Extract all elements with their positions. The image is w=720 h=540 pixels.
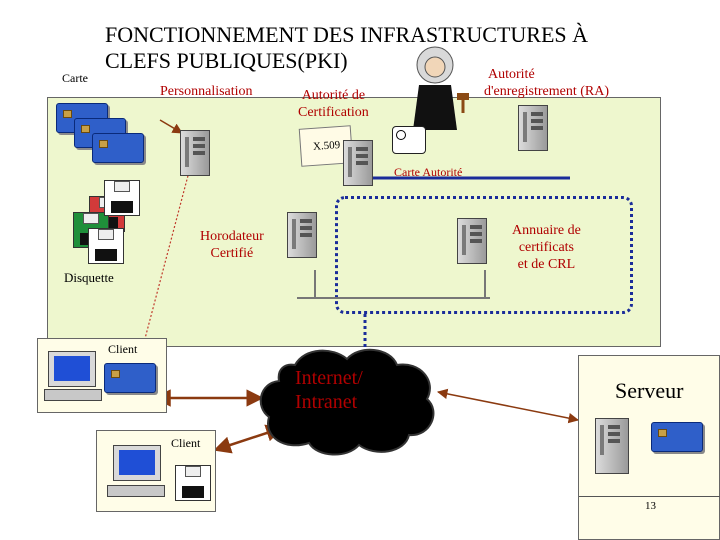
judge-icon (413, 46, 469, 130)
disquette-label: Disquette (64, 270, 114, 285)
client-1-computer-icon (44, 389, 102, 401)
pki-panel (47, 97, 661, 347)
ca-server-icon (343, 140, 373, 186)
server-smart-card (651, 422, 703, 452)
ra-label: Autorité d'enregistrement (RA) (484, 66, 609, 100)
page-number: 13 (645, 500, 656, 512)
smart-card-3 (92, 133, 144, 163)
personalisation-arrow (159, 119, 183, 134)
server-box[interactable]: Serveur 13 (578, 355, 720, 540)
horodateur-label: Horodateur Certifié (200, 228, 264, 262)
client-1-label: Client (108, 342, 138, 356)
directory-zone (335, 196, 633, 314)
personalisation-server-icon (180, 130, 210, 176)
horodateur-line-1: Horodateur (200, 229, 264, 244)
client-2-box[interactable]: Client (96, 430, 216, 512)
page-title: FONCTIONNEMENT DES INFRASTRUCTURES À CLE… (105, 22, 588, 74)
ca-label-line-2: Certification (298, 105, 369, 120)
client-2-computer-icon (107, 485, 165, 497)
server-tower-icon (595, 418, 629, 474)
carte-label: Carte (62, 71, 88, 85)
client-2-floppy (175, 465, 211, 501)
ra-server-icon (518, 105, 548, 151)
internet-server-arrow (436, 388, 580, 424)
internet-cloud-icon (259, 348, 435, 456)
annuaire-line-2: certificats (518, 240, 574, 255)
internet-line-2: Intranet (295, 391, 358, 413)
floppy-white-2 (88, 228, 124, 264)
ra-label-line-1: Autorité (488, 67, 535, 82)
annuaire-label: Annuaire de certificats et de CRL (512, 222, 581, 273)
client-1-smart-card (104, 363, 156, 393)
annuaire-line-3: et de CRL (517, 257, 576, 272)
server-divider (579, 496, 720, 497)
dotted-red-arrow (140, 167, 191, 351)
timestamp-server-icon (287, 212, 317, 258)
title-line-2: CLEFS PUBLIQUES(PKI) (105, 48, 348, 73)
ca-label-line-1: Autorité de (301, 88, 366, 103)
annuaire-line-1: Annuaire de (512, 223, 581, 238)
horodateur-line-2: Certifié (210, 246, 254, 261)
internet-line-1: Internet/ (295, 367, 363, 389)
ca-label: Autorité de Certification (298, 87, 369, 121)
server-label: Serveur (615, 378, 684, 403)
client-1-monitor-icon (48, 351, 96, 387)
carte-autorite-label: Carte Autorité (394, 165, 463, 179)
title-line-1: FONCTIONNEMENT DES INFRASTRUCTURES À (105, 22, 589, 47)
internet-label: Internet/ Intranet (295, 366, 363, 414)
client-2-monitor-icon (113, 445, 161, 481)
floppy-white (104, 180, 140, 216)
client-2-label: Client (171, 436, 201, 450)
client-1-box[interactable]: Client (37, 338, 167, 413)
directory-server-icon (457, 218, 487, 264)
x509-label: X.509 (312, 139, 341, 153)
authority-card-icon (392, 126, 426, 154)
ra-label-line-2: d'enregistrement (RA) (484, 84, 609, 99)
personnalisation-label: Personnalisation (160, 84, 253, 99)
